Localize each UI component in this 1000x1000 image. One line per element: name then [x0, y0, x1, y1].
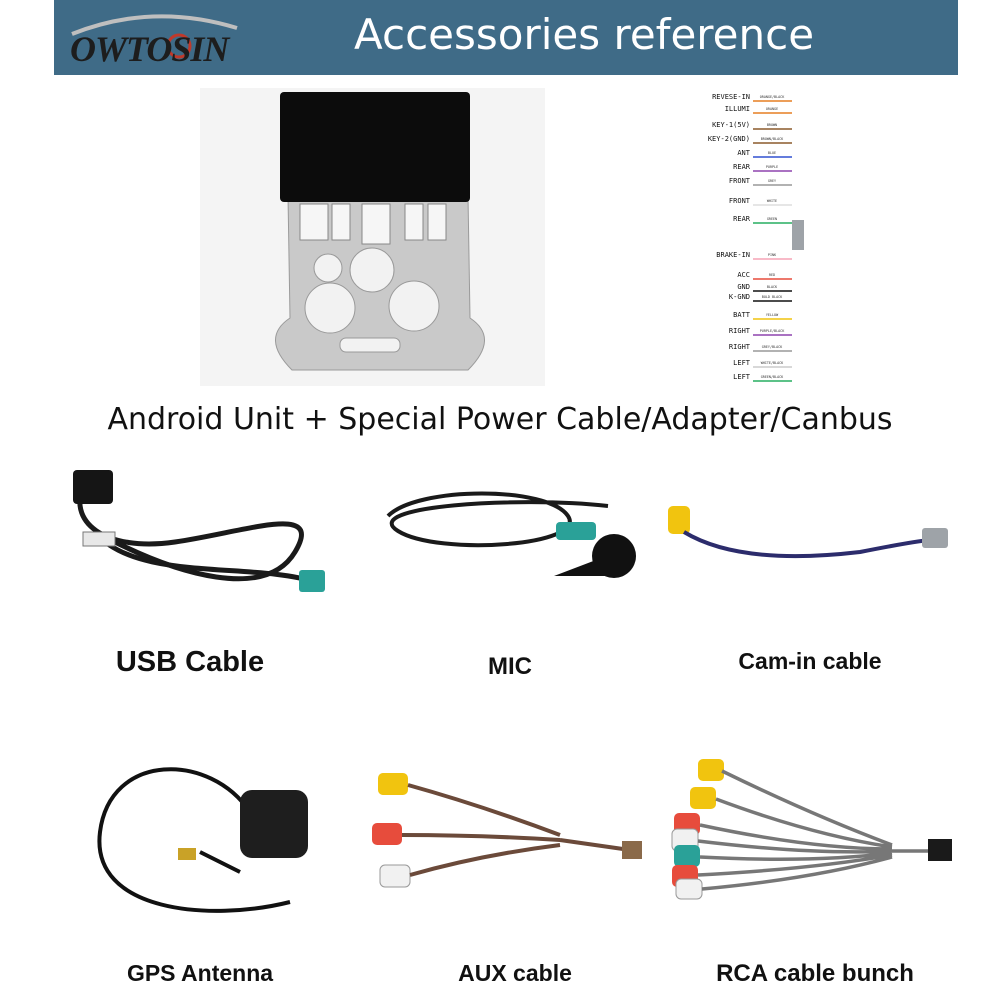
aux-cable-caption: AUX cable	[458, 960, 572, 986]
wiring-label: ACC	[737, 271, 750, 279]
wiring-label: LEFT	[733, 373, 751, 381]
wire-color-label: YELLOW	[766, 313, 779, 317]
rca-cable-bunch-image	[662, 755, 957, 903]
wiring-label: REVESE-IN	[712, 93, 750, 101]
brand-logo: OWTOSIN	[62, 6, 257, 69]
wire-color-label: PURPLE/BLACK	[760, 329, 785, 333]
usb-cable-caption: USB Cable	[115, 646, 265, 678]
wiring-diagram: REVESE-IN ORANGE/BLACK ILLUMI ORANGE KEY-1(5…	[700, 88, 805, 386]
wiring-label: REAR	[733, 215, 751, 223]
wire-color-label: RED	[769, 273, 775, 277]
gps-antenna-caption: GPS Antenna	[126, 960, 274, 986]
wire-color-label: ORANGE/BLACK	[760, 95, 785, 99]
wiring-label: REAR	[733, 163, 751, 171]
wiring-label: K-GND	[729, 293, 750, 301]
wiring-label: LEFT	[733, 359, 751, 367]
wiring-connector	[792, 220, 804, 250]
android-unit-image	[200, 88, 545, 386]
gps-antenna-image	[90, 752, 315, 927]
aux-cable-image	[360, 765, 650, 890]
wiring-label: ANT	[737, 149, 750, 157]
wire-color-label: GREEN	[767, 217, 777, 221]
usb-cable-image	[55, 462, 340, 607]
wiring-label: RIGHT	[729, 327, 751, 335]
wire-color-label: PURPLE	[766, 165, 778, 169]
wiring-label: GND	[737, 283, 750, 291]
wiring-label: RIGHT	[729, 343, 751, 351]
cam-in-cable-image	[660, 496, 955, 571]
wiring-label: KEY-2(GND)	[708, 135, 750, 143]
wire-color-label: BLACK	[767, 285, 778, 289]
wire-color-label: BROWN/BLACK	[761, 137, 784, 141]
wiring-label: FRONT	[729, 197, 751, 205]
wiring-label: BATT	[733, 311, 751, 319]
main-caption: Android Unit + Special Power Cable/Adapt…	[107, 402, 893, 437]
header-banner: OWTOSIN Accessories reference	[54, 0, 958, 75]
mic-image	[378, 476, 638, 591]
mic-caption: MIC	[488, 653, 532, 680]
wire-color-label: WHITE/BLACK	[761, 361, 784, 365]
wire-color-label: GREY	[768, 179, 776, 183]
wire-color-label: BLUE	[768, 151, 776, 155]
page-title: Accessories reference	[354, 10, 815, 59]
wire-color-label: GREEN/BLACK	[761, 375, 784, 379]
wire-color-label: ORANGE	[766, 107, 778, 111]
wire-color-label: BOLD BLACK	[762, 295, 783, 299]
wire-color-label: WHITE	[767, 199, 777, 203]
wire-color-label: PINK	[768, 253, 777, 257]
wire-color-label: BROWN	[767, 123, 777, 127]
wiring-label: KEY-1(5V)	[712, 121, 750, 129]
brand-logo-text: OWTOSIN	[70, 29, 229, 69]
wiring-label: ILLUMI	[725, 105, 750, 113]
logo-swoosh-icon	[71, 14, 238, 59]
wiring-label: BRAKE-IN	[716, 251, 750, 259]
cam-in-cable-caption: Cam-in cable	[738, 648, 882, 674]
rca-cable-bunch-caption: RCA cable bunch	[716, 960, 914, 987]
wire-color-label: GREY/BLACK	[762, 345, 783, 349]
wiring-label: FRONT	[729, 177, 751, 185]
